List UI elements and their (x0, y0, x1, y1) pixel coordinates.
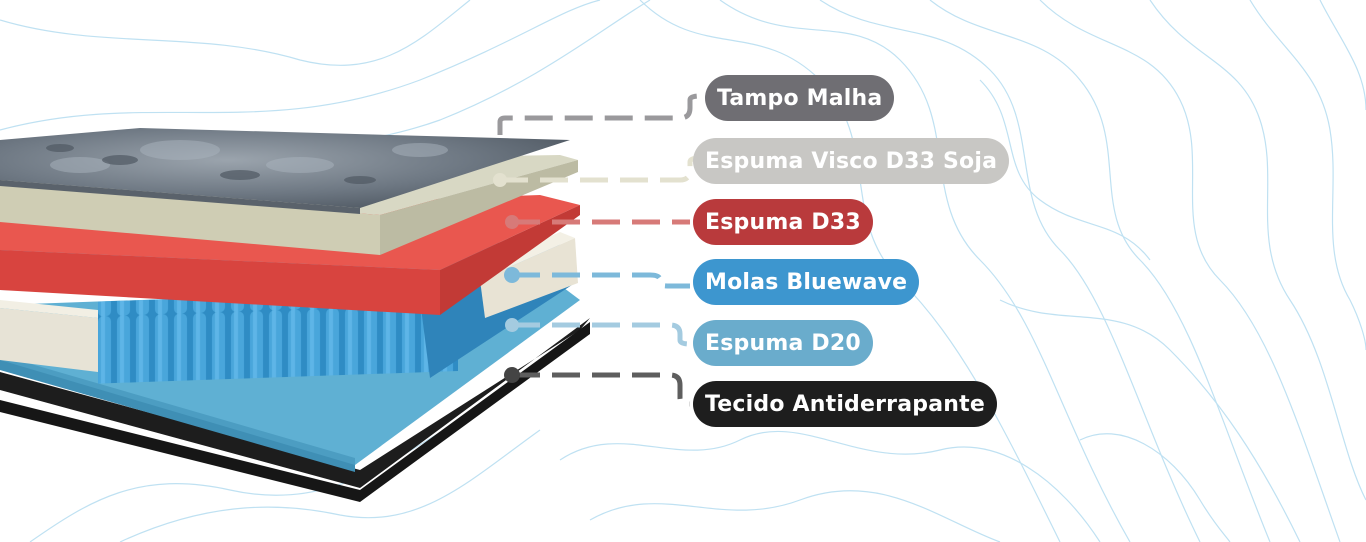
connector-tampo-malha (497, 93, 701, 135)
label-tecido-antiderrapante-text: Tecido Antiderrapante (705, 391, 985, 417)
dot-molas-bluewave (504, 267, 520, 283)
connector-espuma-d20 (512, 322, 691, 347)
label-molas-bluewave: Molas Bluewave (693, 259, 920, 305)
dot-espuma-d33 (505, 215, 519, 229)
dot-espuma-visco (493, 173, 507, 187)
dot-tecido-antiderrapante (504, 367, 520, 383)
label-espuma-d33-text: Espuma D33 (705, 209, 861, 235)
connector-tecido-antiderrapante (512, 372, 691, 407)
label-espuma-visco-d33-soja: Espuma Visco D33 Soja (693, 138, 1010, 184)
label-tampo-malha-text: Tampo Malha (717, 85, 883, 111)
label-molas-bluewave-text: Molas Bluewave (705, 269, 908, 295)
label-espuma-d20-text: Espuma D20 (705, 330, 861, 356)
label-espuma-visco-text: Espuma Visco D33 Soja (705, 148, 998, 174)
dot-espuma-d20 (505, 318, 519, 332)
label-tecido-antiderrapante: Tecido Antiderrapante (693, 381, 997, 427)
layer-tampo-malha (0, 128, 570, 214)
connector-molas-bluewave (512, 272, 690, 289)
label-tampo-malha: Tampo Malha (705, 75, 895, 121)
label-espuma-d33: Espuma D33 (693, 199, 873, 245)
label-espuma-d20: Espuma D20 (693, 320, 873, 366)
